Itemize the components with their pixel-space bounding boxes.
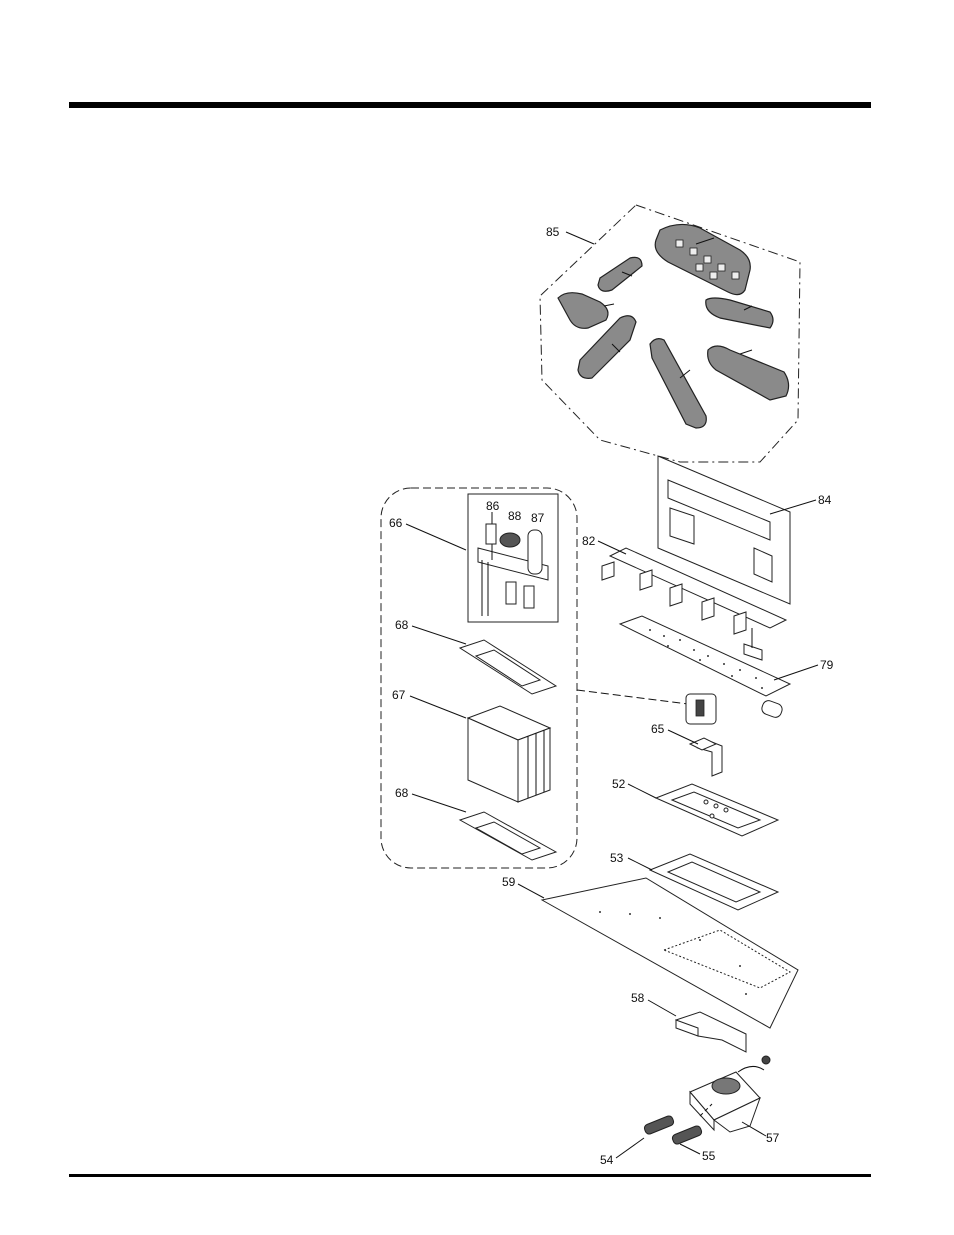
leader-85 bbox=[566, 232, 594, 244]
log-left bbox=[558, 293, 608, 329]
log-front-right bbox=[708, 346, 789, 400]
log-small-top bbox=[598, 257, 642, 291]
leader-57 bbox=[742, 1122, 766, 1136]
callout-52: 52 bbox=[612, 777, 626, 791]
callout-53: 53 bbox=[610, 851, 624, 865]
log-set bbox=[540, 205, 800, 462]
callout-79: 79 bbox=[820, 658, 834, 672]
bracket bbox=[690, 738, 722, 776]
leader-68-top bbox=[412, 626, 466, 644]
leader-59 bbox=[518, 884, 544, 898]
pilot-box bbox=[468, 706, 550, 802]
log-right-small bbox=[706, 298, 773, 328]
callout-55: 55 bbox=[702, 1149, 716, 1163]
callout-58: 58 bbox=[631, 991, 645, 1005]
leader-54 bbox=[616, 1138, 644, 1158]
leader-79 bbox=[774, 665, 818, 680]
burner-pan bbox=[656, 784, 778, 836]
callout-57: 57 bbox=[766, 1131, 780, 1145]
callout-59: 59 bbox=[502, 875, 516, 889]
callout-66: 66 bbox=[389, 516, 403, 530]
leader-53 bbox=[628, 858, 652, 870]
leader bbox=[740, 350, 752, 354]
leader bbox=[604, 304, 614, 306]
gasket-bottom bbox=[460, 812, 556, 860]
log-large bbox=[655, 224, 750, 294]
valve-bracket bbox=[676, 1012, 746, 1052]
leader-67 bbox=[410, 696, 466, 718]
leader-68-bottom bbox=[412, 794, 466, 812]
callout-84: 84 bbox=[818, 493, 832, 507]
callout-85: 85 bbox=[546, 225, 560, 239]
leader-55 bbox=[680, 1144, 700, 1154]
log-front-center bbox=[650, 339, 706, 428]
leader-65 bbox=[668, 730, 698, 744]
callout-68-top: 68 bbox=[395, 618, 409, 632]
callout-54: 54 bbox=[600, 1153, 614, 1167]
callout-68-bottom: 68 bbox=[395, 786, 409, 800]
callout-67: 67 bbox=[392, 688, 406, 702]
callout-88: 88 bbox=[508, 509, 522, 523]
detail-link-line bbox=[577, 690, 688, 704]
gas-valve bbox=[690, 1056, 770, 1132]
callout-86: 86 bbox=[486, 499, 500, 513]
leader-58 bbox=[648, 1000, 676, 1016]
leader-52 bbox=[628, 784, 656, 798]
leader-82 bbox=[598, 541, 626, 554]
gasket-top bbox=[460, 640, 556, 694]
callout-82: 82 bbox=[582, 534, 596, 548]
callout-87: 87 bbox=[531, 511, 545, 525]
callout-65: 65 bbox=[651, 722, 665, 736]
leader-66 bbox=[406, 524, 466, 550]
